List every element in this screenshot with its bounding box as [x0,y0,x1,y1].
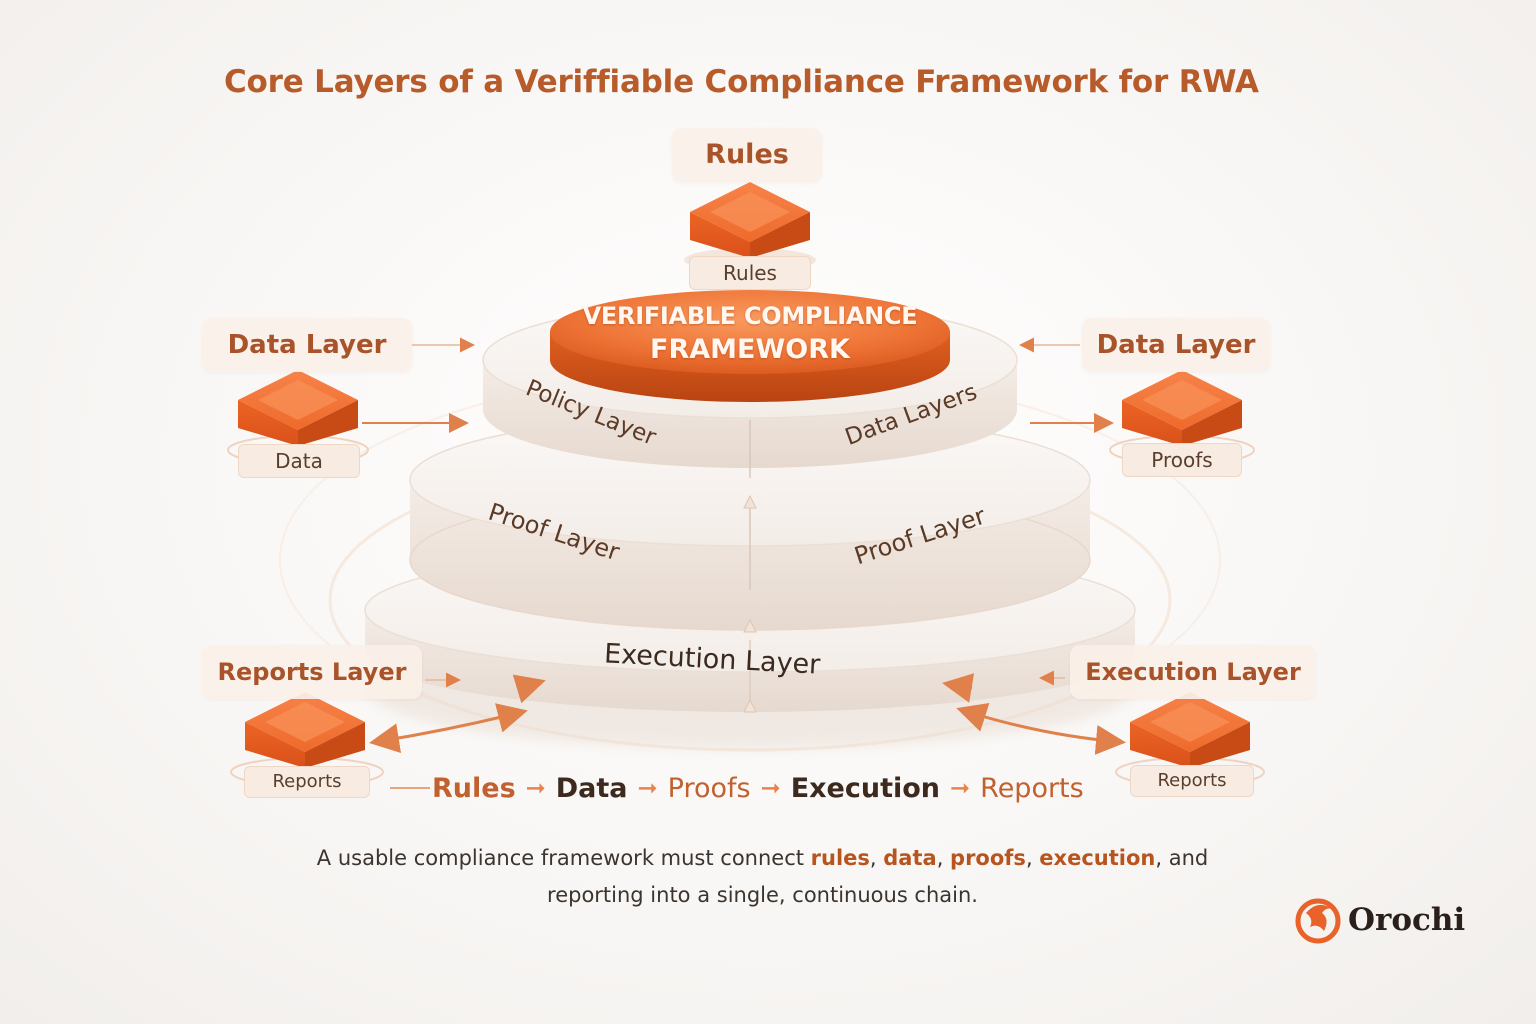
arrow-right-icon: ➞ [760,774,781,802]
node-label-data-layer-left: Data Layer [202,318,412,372]
node-tag-data: Data [238,444,360,478]
arrow-right-icon: ➞ [637,774,658,802]
caption-rules: rules [810,846,870,870]
center-title-line1: VERIFIABLE COMPLIANCE [582,302,918,330]
center-platform [550,290,950,402]
layer-block-icon [227,370,369,465]
caption-data: data [883,846,937,870]
flow-chain: Rules ➞ Data ➞ Proofs ➞ Execution ➞ Repo… [390,768,1084,808]
arrow-right-icon: ➞ [525,774,546,802]
node-label-reports-layer: Reports Layer [202,645,422,699]
node-tag-reports-right: Reports [1130,765,1254,797]
caption-sep2: , [936,846,951,870]
layer-block-icon [684,182,816,272]
center-title-line2: FRAMEWORK [650,334,850,365]
caption-execution: execution [1039,846,1156,870]
orochi-logo-icon [1295,898,1341,944]
caption-prefix: A usable compliance framework must conne… [316,846,811,870]
center-framework-title: VERIFIABLE COMPLIANCE FRAMEWORK [556,300,944,368]
caption-line2: reporting into a single, continuous chai… [547,883,978,907]
flow-step-execution: Execution [790,772,941,804]
brand-name: Orochi [1348,902,1466,938]
flow-step-reports: Reports [980,772,1084,804]
caption-proofs: proofs [950,846,1026,870]
node-tag-reports-left: Reports [244,766,370,798]
brand: Orochi [1292,896,1465,944]
caption: A usable compliance framework must conne… [290,840,1235,914]
flow-lead-line [390,787,430,789]
node-tag-proofs: Proofs [1122,443,1242,477]
node-tag-rules: Rules [689,256,811,290]
arrow-right-icon: ➞ [950,774,971,802]
caption-sep1: , [869,846,884,870]
node-label-execution-layer: Execution Layer [1070,645,1316,699]
flow-step-proofs: Proofs [667,772,751,804]
node-label-data-layer-right: Data Layer [1082,318,1270,372]
layer-block-icon [230,692,384,787]
layer-block-icon [1109,370,1255,465]
brand-logo-spacer [1292,896,1340,944]
page-title: Core Layers of a Veriffiable Compliance … [224,64,1259,100]
node-label-rules: Rules [672,128,822,182]
flow-step-data: Data [555,772,628,804]
caption-suffix: , and [1155,846,1209,870]
flow-step-rules: Rules [432,772,516,804]
caption-sep3: , [1025,846,1040,870]
